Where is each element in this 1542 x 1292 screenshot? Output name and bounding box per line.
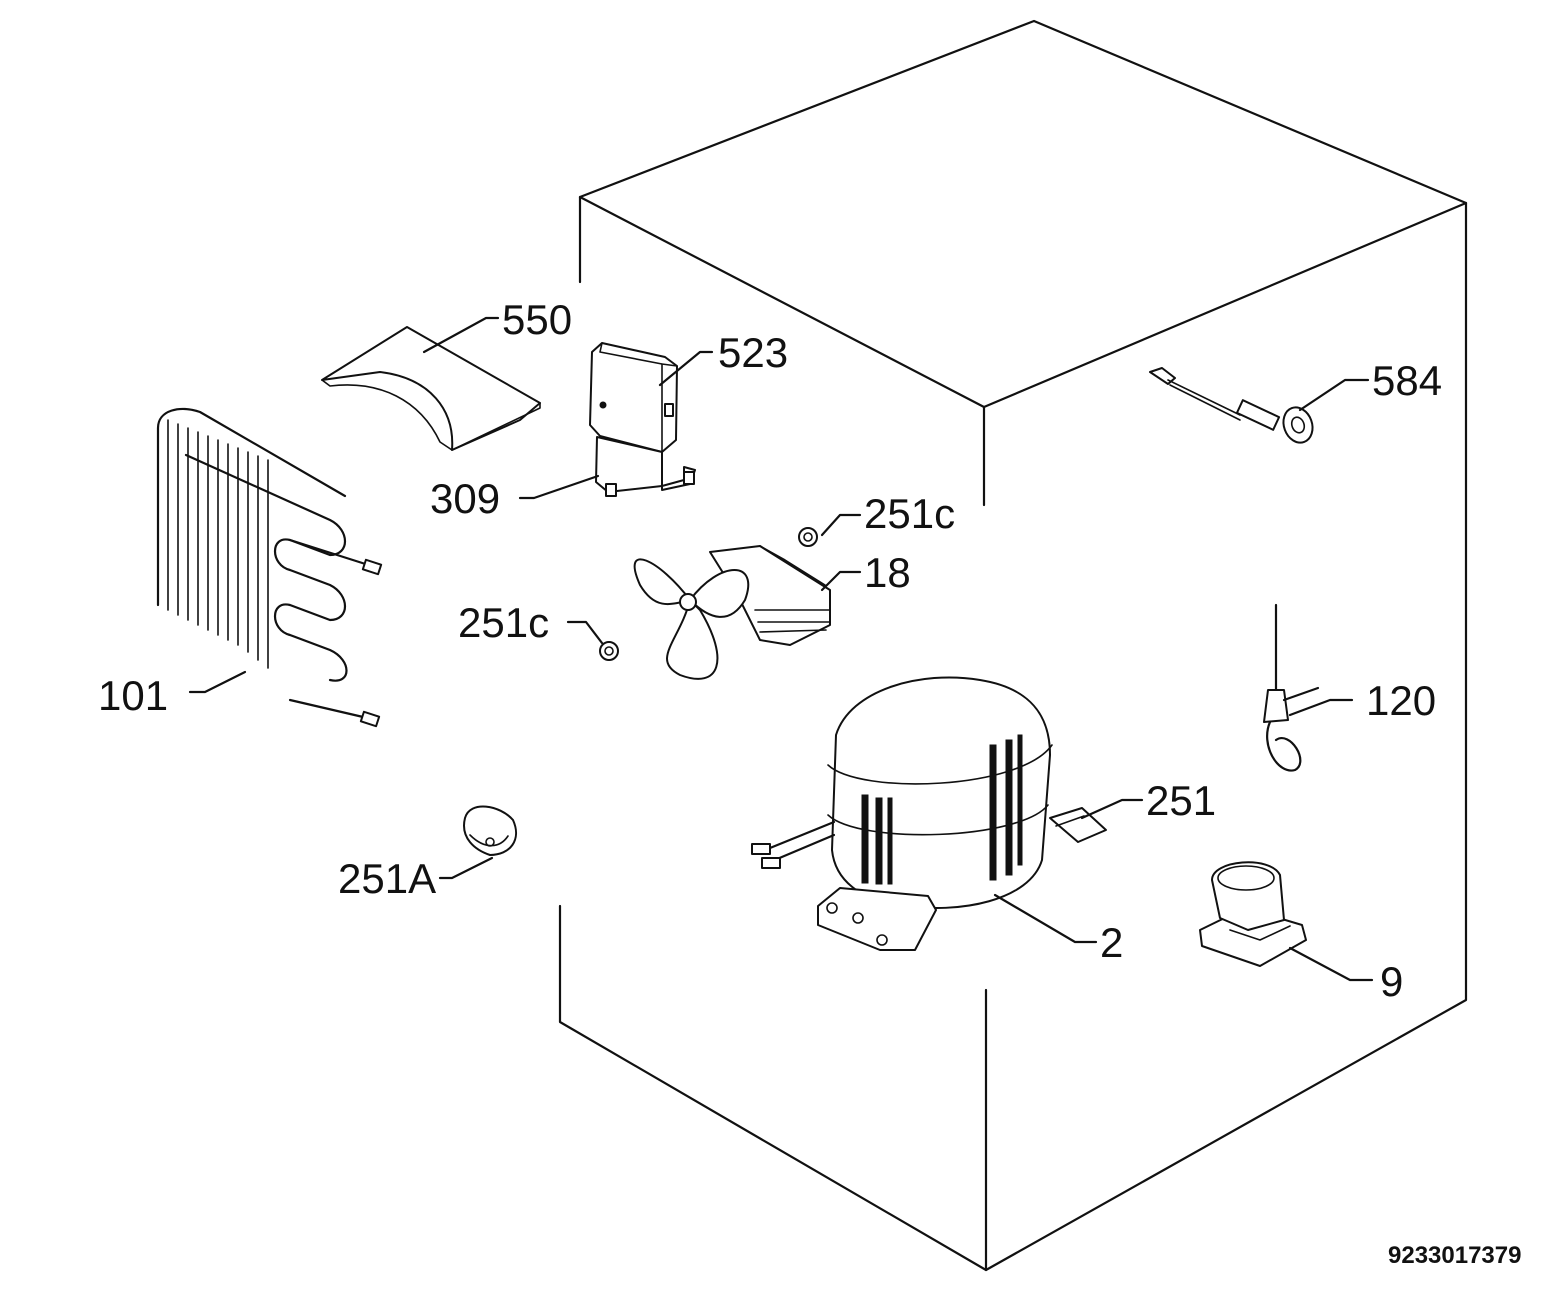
fan-motor-part (633, 545, 831, 680)
cable-sensor-part (1263, 603, 1320, 772)
callout-120: 120 (1366, 677, 1436, 724)
callout-101: 101 (98, 672, 168, 719)
connector-part (1049, 807, 1107, 843)
callout-550: 550 (502, 296, 572, 343)
callout-2: 2 (1100, 919, 1123, 966)
callout-18: 18 (864, 549, 911, 596)
callout-251A: 251A (338, 855, 436, 902)
callout-309: 309 (430, 475, 500, 522)
document-code: 9233017379 (1388, 1242, 1521, 1269)
condenser-coil-part (156, 407, 383, 728)
clamp-part (1199, 861, 1307, 967)
callout-9: 9 (1380, 958, 1403, 1005)
callout-523: 523 (718, 329, 788, 376)
callout-251: 251 (1146, 777, 1216, 824)
leader-lines (188, 316, 1374, 982)
grommet-top-part (798, 527, 818, 547)
thermostat-sensor-part (1149, 367, 1314, 444)
relay-cover-part (589, 342, 678, 453)
callout-584: 584 (1372, 357, 1442, 404)
callout-251c-left: 251c (458, 599, 549, 646)
compressor-part (751, 676, 1053, 951)
air-deflector-part (321, 326, 541, 451)
relay-part (595, 436, 696, 497)
callout-251c-top: 251c (864, 490, 955, 537)
grommet-left-part (599, 641, 619, 661)
cabinet-outline (558, 19, 1468, 1272)
foam-plug-part (463, 805, 518, 856)
callout-labels: 550 523 309 584 251c 18 251c 101 120 251… (98, 296, 1442, 1005)
